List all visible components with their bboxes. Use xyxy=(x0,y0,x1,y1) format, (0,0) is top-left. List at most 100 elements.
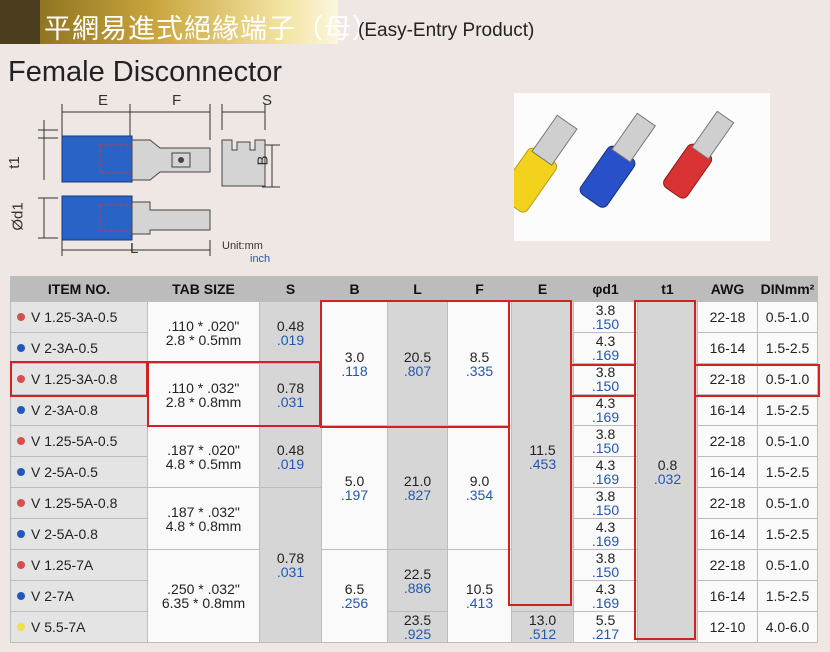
table-row: V 1.25-3A-0.5 .110 * .020"2.8 * 0.5mm 0.… xyxy=(10,301,818,643)
item-cell: V 1.25-5A-0.8 xyxy=(10,487,148,519)
terminal-top-insulation xyxy=(61,135,133,183)
item-cell: V 2-3A-0.8 xyxy=(10,394,148,426)
din-cell: 1.5-2.5 xyxy=(757,332,818,364)
d1-cell: 4.3.169 xyxy=(573,332,638,364)
d1-cell: 5.5.217 xyxy=(573,611,638,643)
d1-cell: 3.8.150 xyxy=(573,549,638,581)
item-cell: V 2-5A-0.8 xyxy=(10,518,148,550)
d1-cell: 4.3.169 xyxy=(573,580,638,612)
f-cell: 9.0.354 xyxy=(447,425,512,550)
din-cell: 0.5-1.0 xyxy=(757,363,818,395)
header-band xyxy=(0,0,338,44)
color-dot xyxy=(17,344,25,352)
tab-size-cell: .110 * .020"2.8 * 0.5mm xyxy=(147,301,260,364)
color-dot xyxy=(17,313,25,321)
color-dot xyxy=(17,375,25,383)
item-cell: V 2-7A xyxy=(10,580,148,612)
item-cell: V 2-3A-0.5 xyxy=(10,332,148,364)
b-cell: 3.0.118 xyxy=(321,301,388,426)
table-row: V 2-3A-0.5 4.3.169 16-14 1.5-2.5 xyxy=(10,332,818,364)
table-row: V 1.25-5A-0.8 .187 * .032"4.8 * 0.8mm 0.… xyxy=(10,487,818,643)
l-cell: 22.5.886 xyxy=(387,549,448,612)
t1-cell: 0.8.032 xyxy=(637,301,698,643)
din-cell: 0.5-1.0 xyxy=(757,487,818,519)
tab-size-cell: .187 * .020"4.8 * 0.5mm xyxy=(147,425,260,488)
blue-terminal xyxy=(579,112,656,208)
f-cell: 10.5.413 xyxy=(447,549,512,643)
awg-cell: 16-14 xyxy=(697,332,758,364)
b-cell: 6.5.256 xyxy=(321,549,388,643)
item-cell: V 5.5-7A xyxy=(10,611,148,643)
d1-cell: 4.3.169 xyxy=(573,394,638,426)
side-view xyxy=(221,139,266,187)
din-cell: 4.0-6.0 xyxy=(757,611,818,643)
table-row: V 2-3A-0.8 4.3.169 16-14 1.5-2.5 xyxy=(10,394,818,426)
header-title-chinese: 平網易進式絕緣端子（母） xyxy=(44,14,380,45)
header-dark-block xyxy=(0,0,40,44)
color-dot xyxy=(17,623,25,631)
tab-size-cell: .187 * .032"4.8 * 0.8mm xyxy=(147,487,260,550)
awg-cell: 12-10 xyxy=(697,611,758,643)
header-din: DINmm² xyxy=(757,276,818,302)
color-dot xyxy=(17,499,25,507)
b-cell: 5.0.197 xyxy=(321,425,388,550)
dim-label-s: S xyxy=(262,92,273,109)
header-f: F xyxy=(447,276,512,302)
color-dot xyxy=(17,406,25,414)
table-header-row: ITEM NO. TAB SIZE S B L F E φd1 t1 AWG D… xyxy=(10,276,818,302)
d1-cell: 4.3.169 xyxy=(573,456,638,488)
product-photo xyxy=(498,93,770,241)
header-d1: φd1 xyxy=(573,276,638,302)
item-cell: V 1.25-3A-0.8 xyxy=(10,363,148,395)
header-s: S xyxy=(259,276,322,302)
d1-cell: 3.8.150 xyxy=(573,363,638,395)
header-l: L xyxy=(387,276,448,302)
d1-cell: 3.8.150 xyxy=(573,301,638,333)
awg-cell: 22-18 xyxy=(697,549,758,581)
unit-mm: Unit:mm xyxy=(222,240,263,252)
header-item-no: ITEM NO. xyxy=(10,276,148,302)
terminal-bottom-insulation xyxy=(61,195,133,241)
header-t1: t1 xyxy=(637,276,698,302)
page-title: Female Disconnector xyxy=(8,56,282,88)
dimension-diagram xyxy=(38,104,280,256)
item-cell: V 1.25-5A-0.5 xyxy=(10,425,148,457)
l-cell: 23.5.925 xyxy=(387,611,448,643)
din-cell: 0.5-1.0 xyxy=(757,549,818,581)
tab-size-cell: .250 * .032"6.35 * 0.8mm xyxy=(147,549,260,643)
header-awg: AWG xyxy=(697,276,758,302)
awg-cell: 22-18 xyxy=(697,301,758,333)
item-cell: V 1.25-7A xyxy=(10,549,148,581)
red-terminal xyxy=(663,110,735,199)
din-cell: 1.5-2.5 xyxy=(757,518,818,550)
color-dot xyxy=(17,592,25,600)
dim-label-t1: t1 xyxy=(5,156,23,169)
l-cell: 20.5.807 xyxy=(387,301,448,426)
f-cell: 8.5.335 xyxy=(447,301,512,426)
unit-inch: inch xyxy=(250,253,271,265)
s-cell: 0.78.031 xyxy=(259,363,322,426)
table-row: V 1.25-7A .250 * .032"6.35 * 0.8mm 6.5.2… xyxy=(10,549,818,643)
awg-cell: 16-14 xyxy=(697,580,758,612)
item-cell: V 2-5A-0.5 xyxy=(10,456,148,488)
awg-cell: 16-14 xyxy=(697,456,758,488)
header-tab-size: TAB SIZE xyxy=(147,276,260,302)
dim-label-f: F xyxy=(172,92,182,109)
awg-cell: 22-18 xyxy=(697,425,758,457)
table-row: V 1.25-5A-0.5 .187 * .020"4.8 * 0.5mm 0.… xyxy=(10,425,818,550)
color-dot xyxy=(17,437,25,445)
table-row: V 5.5-7A 23.5.925 13.0.512 5.5.217 12-10… xyxy=(10,611,818,643)
d1-cell: 3.8.150 xyxy=(573,487,638,519)
dim-label-b: B xyxy=(254,155,272,166)
color-dot xyxy=(17,561,25,569)
din-cell: 0.5-1.0 xyxy=(757,301,818,333)
table-row: V 2-7A 4.3.169 16-14 1.5-2.5 xyxy=(10,580,818,612)
terminal-top-metal xyxy=(131,139,211,181)
d1-cell: 3.8.150 xyxy=(573,425,638,457)
din-cell: 1.5-2.5 xyxy=(757,394,818,426)
e-cell: 13.0.512 xyxy=(511,611,574,643)
awg-cell: 16-14 xyxy=(697,518,758,550)
table-row: V 2-5A-0.5 4.3.169 16-14 1.5-2.5 xyxy=(10,456,818,488)
e-cell: 11.5.453 xyxy=(511,301,574,612)
item-cell: V 1.25-3A-0.5 xyxy=(10,301,148,333)
